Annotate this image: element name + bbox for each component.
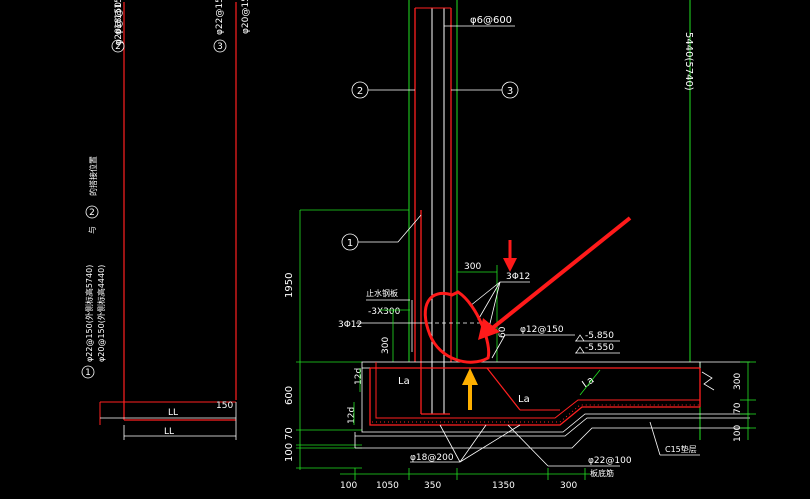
la-label-2: La	[518, 394, 530, 405]
svg-text:2: 2	[115, 42, 121, 52]
water-stop-size: -3X300	[368, 307, 401, 317]
dim-300-vert: 300	[381, 337, 391, 354]
12d-upper: 12d	[354, 368, 364, 385]
bottom-dim-300: 300	[560, 481, 577, 491]
left-mark-1: 1	[81, 365, 95, 379]
left-mark-3: 3	[213, 39, 227, 53]
water-stop-label: 止水钢板	[366, 288, 398, 298]
dim-right-70: 70	[733, 402, 743, 414]
section-circle-3: 3	[501, 81, 519, 99]
section-circle-2: 2	[351, 81, 369, 99]
phi12-150-label: φ12@150	[520, 325, 564, 335]
main-section: 5440(5740) φ6@600 2 3 1	[284, 0, 756, 491]
3phi12-top: 3Φ12	[506, 272, 530, 282]
left-bar-1-label: φ22@150(外侧标高5740)	[84, 265, 94, 362]
dim-150-left: 150	[216, 401, 233, 411]
dim-right-100: 100	[733, 425, 743, 442]
annotation-overlay	[423, 216, 632, 410]
bottom-dim-350: 350	[424, 481, 441, 491]
left-mark-2: 2	[111, 39, 125, 53]
bottom-dim-1050: 1050	[376, 481, 399, 491]
dim-70: 70	[284, 427, 295, 440]
left-bar-3-label: φ22@150	[215, 0, 225, 35]
slab-bottom-label: 板底筋	[590, 468, 614, 478]
left-bar-2-label: φ18@150	[114, 0, 124, 35]
left-bar-a-label: φ20@150	[114, 2, 124, 46]
dim-600: 600	[284, 386, 295, 405]
section-circle-1: 1	[341, 233, 359, 251]
bottom-dim-100: 100	[340, 481, 357, 491]
svg-text:2: 2	[357, 86, 363, 97]
la-label-1: La	[398, 376, 410, 387]
label-60: 60	[498, 326, 508, 338]
level-b: -5.550	[585, 343, 614, 353]
ll-label-2: LL	[164, 427, 174, 437]
red-arrow-long	[488, 216, 632, 332]
svg-text:3: 3	[217, 42, 223, 52]
svg-text:1: 1	[347, 238, 353, 249]
level-a: -5.850	[585, 331, 614, 341]
ll-label-1: LL	[168, 408, 178, 418]
phi18-200-label: φ18@200	[410, 453, 454, 463]
dim-300-top: 300	[464, 262, 481, 272]
12d-lower: 12d	[347, 407, 357, 424]
note-with: 与	[88, 226, 97, 234]
highlight-circle	[423, 290, 491, 364]
left-bar-b-label: φ20@150	[241, 0, 251, 34]
left-note: 2 的搭接位置 与	[85, 156, 99, 234]
height-top-label: 5440(5740)	[683, 32, 694, 91]
stirrup-label: φ6@600	[470, 15, 512, 26]
la-label-3: La	[580, 375, 596, 391]
left-detail: 2 3 φ18@150 φ20@150 φ22@150 φ20@150 2 的搭…	[81, 0, 251, 440]
dim-100-left: 100	[284, 443, 295, 462]
dim-right-300: 300	[733, 373, 743, 390]
3phi12-left: 3Φ12	[338, 320, 362, 330]
bottom-dim-1350: 1350	[492, 481, 515, 491]
note-position: 的搭接位置	[88, 156, 98, 196]
c15-label: C15垫层	[665, 444, 697, 454]
left-bar-2-alt-label: φ20@150(外侧标高4440)	[96, 265, 106, 362]
svg-text:1: 1	[85, 368, 91, 378]
phi22-100-label: φ22@100	[588, 456, 632, 466]
svg-text:3: 3	[507, 86, 513, 97]
dim-1950: 1950	[284, 273, 295, 298]
svg-text:2: 2	[89, 208, 95, 218]
